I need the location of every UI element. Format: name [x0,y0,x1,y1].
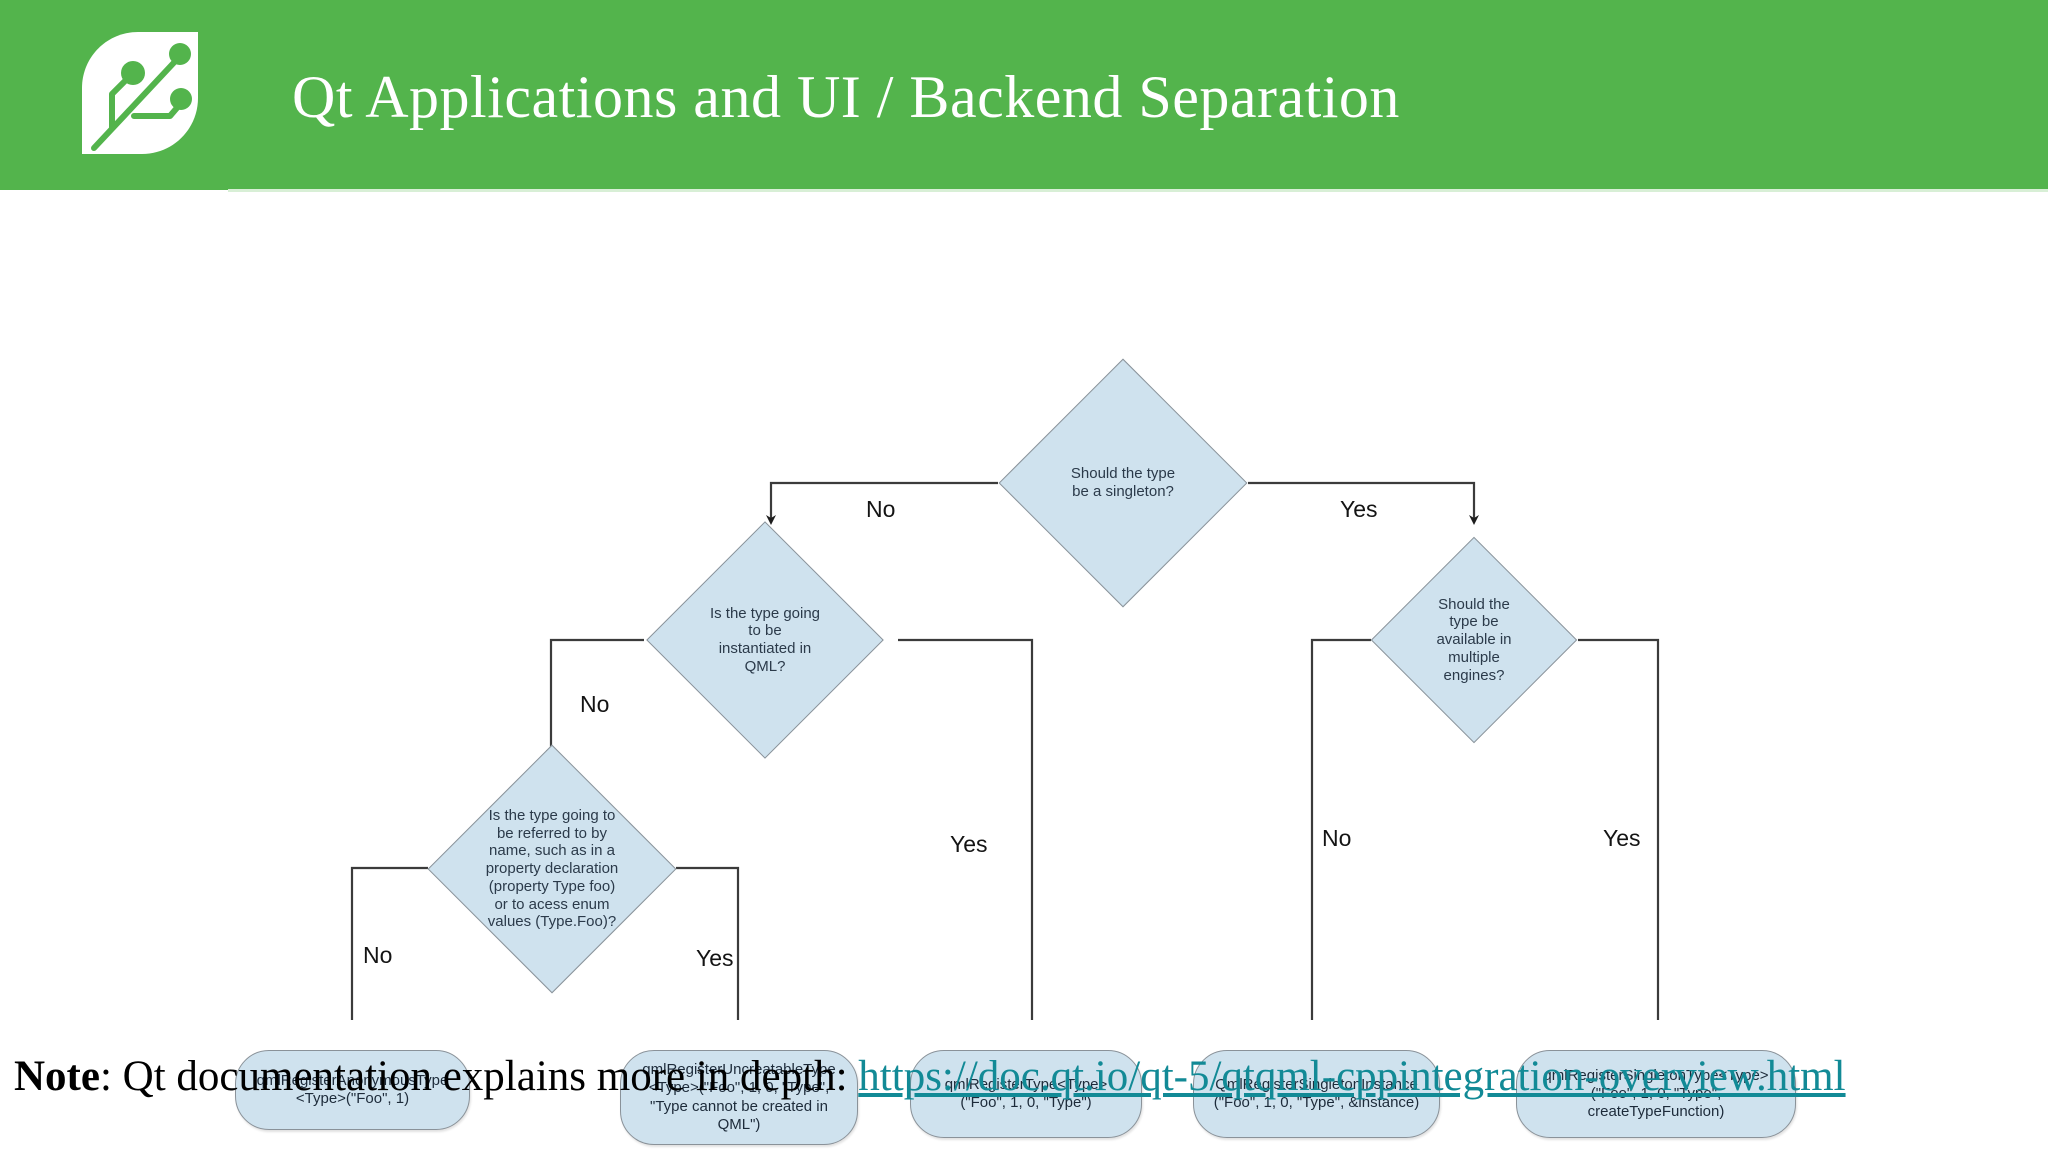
leaf-circuit-logo-icon [82,32,198,154]
flowchart: Should the type be a singleton? Is the t… [0,190,2048,1145]
edge-label-referred-yes: Yes [696,945,734,971]
footnote-body: : Qt documentation explains more in dept… [99,1053,859,1100]
edge-label-instantiated-no: No [580,691,610,717]
terminal-node-register-singleton-type[interactable]: qmlRegisterSingletonType<Type> ("Foo", 1… [1516,1050,1796,1138]
edge-label-engines-no: No [1322,825,1352,851]
terminal-node-register-uncreatable-type[interactable]: qmlRegisterUncreatableType <Type>("Foo",… [620,1050,858,1145]
footnote: Note: Qt documentation explains more in … [14,1052,2034,1101]
edge-label-engines-yes: Yes [1603,825,1641,851]
edge-label-instantiated-yes: Yes [950,831,988,857]
edge-label-singleton-no: No [866,496,896,522]
edge-label-singleton-yes: Yes [1340,496,1378,522]
page-title: Qt Applications and UI / Backend Separat… [292,64,1400,130]
flowchart-connectors [350,481,1660,1020]
edge-label-referred-no: No [363,942,393,968]
footnote-link[interactable]: https://doc.qt.io/qt-5/qtqml-cppintegrat… [858,1053,1846,1100]
header-underline-divider [228,189,2048,192]
terminal-node-register-singleton-instance[interactable]: QmlRegisterSingletonInstance ("Foo", 1, … [1193,1050,1440,1138]
terminal-node-register-anonymous-type[interactable]: qmlRegisterAnonymousType <Type>("Foo", 1… [235,1050,470,1130]
footnote-label: Note [14,1053,100,1100]
terminal-node-register-type[interactable]: qmlRegisterType<Type> ("Foo", 1, 0, "Typ… [910,1050,1142,1138]
header-bar: Qt Applications and UI / Backend Separat… [0,0,2048,190]
